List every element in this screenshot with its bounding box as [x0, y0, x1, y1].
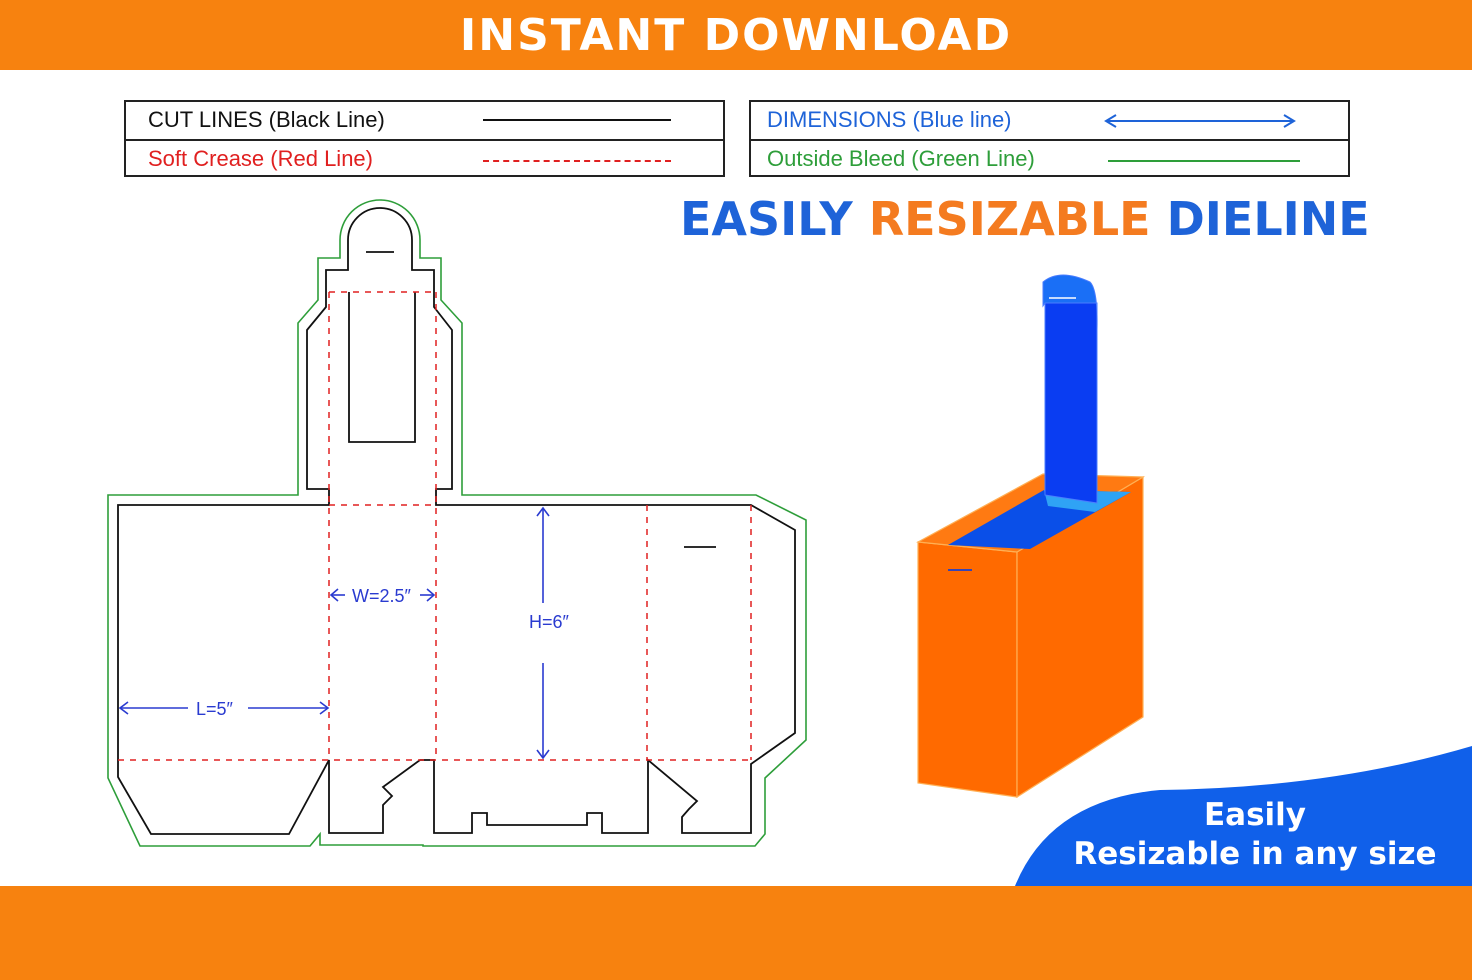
cut-line-sample [483, 119, 671, 121]
legend-cut-lines-label: CUT LINES (Black Line) [148, 107, 385, 132]
height-dimension [536, 506, 550, 760]
height-label: H=6″ [529, 612, 570, 632]
legend-soft-crease-label: Soft Crease (Red Line) [148, 146, 373, 171]
headline-word-easily: EASILY [680, 192, 853, 246]
tuck-flap-panel [1044, 302, 1098, 504]
width-dimension [329, 588, 436, 602]
crease-lines [118, 291, 752, 761]
corner-line-2: Resizable in any size [1073, 836, 1437, 872]
bleed-line-sample [1108, 160, 1300, 162]
legend-outside-bleed: Outside Bleed (Green Line) [751, 139, 1348, 177]
outside-bleed-outline [107, 199, 807, 847]
length-label: L=5″ [196, 699, 234, 719]
box-front-face [917, 541, 1018, 798]
banner-title: INSTANT DOWNLOAD [459, 9, 1013, 61]
box-mockup [916, 274, 1146, 799]
corner-caption: Easily Resizable in any size [1040, 796, 1470, 874]
legend-soft-crease: Soft Crease (Red Line) [126, 139, 723, 177]
cut-line-outline [117, 207, 796, 835]
top-tuck-slot [348, 292, 416, 443]
legend-dimensions-label: DIMENSIONS (Blue line) [767, 107, 1012, 132]
corner-line-1: Easily [1203, 797, 1306, 833]
top-banner: INSTANT DOWNLOAD [0, 0, 1472, 70]
tuck-flap-tab [1042, 274, 1098, 331]
width-label: W=2.5″ [352, 586, 412, 606]
legend-right: DIMENSIONS (Blue line) Outside Bleed (Gr… [749, 100, 1350, 177]
headline: EASILY RESIZABLE DIELINE [680, 192, 1370, 246]
legend-left: CUT LINES (Black Line) Soft Crease (Red … [124, 100, 725, 177]
headline-word-dieline: DIELINE [1166, 192, 1370, 246]
length-dimension [118, 701, 330, 715]
bottom-band [0, 886, 1472, 980]
crease-line-sample [483, 160, 671, 162]
legend-dimensions: DIMENSIONS (Blue line) [751, 102, 1348, 138]
corner-swoosh [1015, 746, 1472, 886]
dimension-arrow-sample [1104, 114, 1296, 128]
legend-outside-bleed-label: Outside Bleed (Green Line) [767, 146, 1035, 171]
headline-word-resizable: RESIZABLE [868, 192, 1151, 246]
legend-cut-lines: CUT LINES (Black Line) [126, 102, 723, 138]
